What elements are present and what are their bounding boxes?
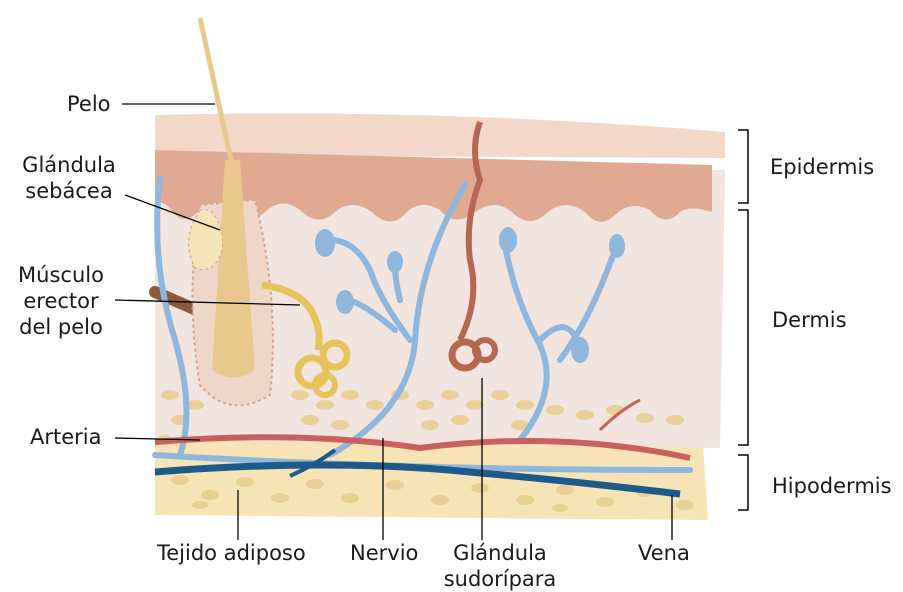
label-arrector-muscle: Músculo erector del pelo — [12, 262, 110, 340]
label-adipose: Tejido adiposo — [157, 540, 306, 566]
label-hair: Pelo — [67, 91, 111, 117]
label-sweat-line2: sudorípara — [440, 566, 560, 592]
label-sweat-gland: Glándula sudorípara — [440, 540, 560, 592]
label-sebaceous-gland: Glándula sebácea — [14, 152, 124, 204]
label-sebaceous-line2: sebácea — [14, 178, 124, 204]
bracket-hypodermis — [738, 455, 748, 510]
skin-cross-section — [155, 18, 725, 520]
label-nerve: Nervio — [350, 540, 418, 566]
stratum-corneum — [155, 113, 725, 158]
layer-epidermis: Epidermis — [770, 154, 874, 180]
bracket-dermis — [738, 210, 748, 445]
label-vein: Vena — [638, 540, 690, 566]
bracket-epidermis — [738, 130, 748, 203]
label-arrector-line1: Músculo — [12, 262, 110, 288]
layer-dermis: Dermis — [772, 307, 847, 333]
label-sweat-line1: Glándula — [440, 540, 560, 566]
layer-hypodermis: Hipodermis — [772, 473, 892, 499]
label-sebaceous-line1: Glándula — [14, 152, 124, 178]
label-arrector-line3: del pelo — [12, 314, 110, 340]
label-arrector-line2: erector — [12, 288, 110, 314]
layer-brackets — [738, 130, 748, 510]
label-artery: Arteria — [30, 424, 102, 450]
